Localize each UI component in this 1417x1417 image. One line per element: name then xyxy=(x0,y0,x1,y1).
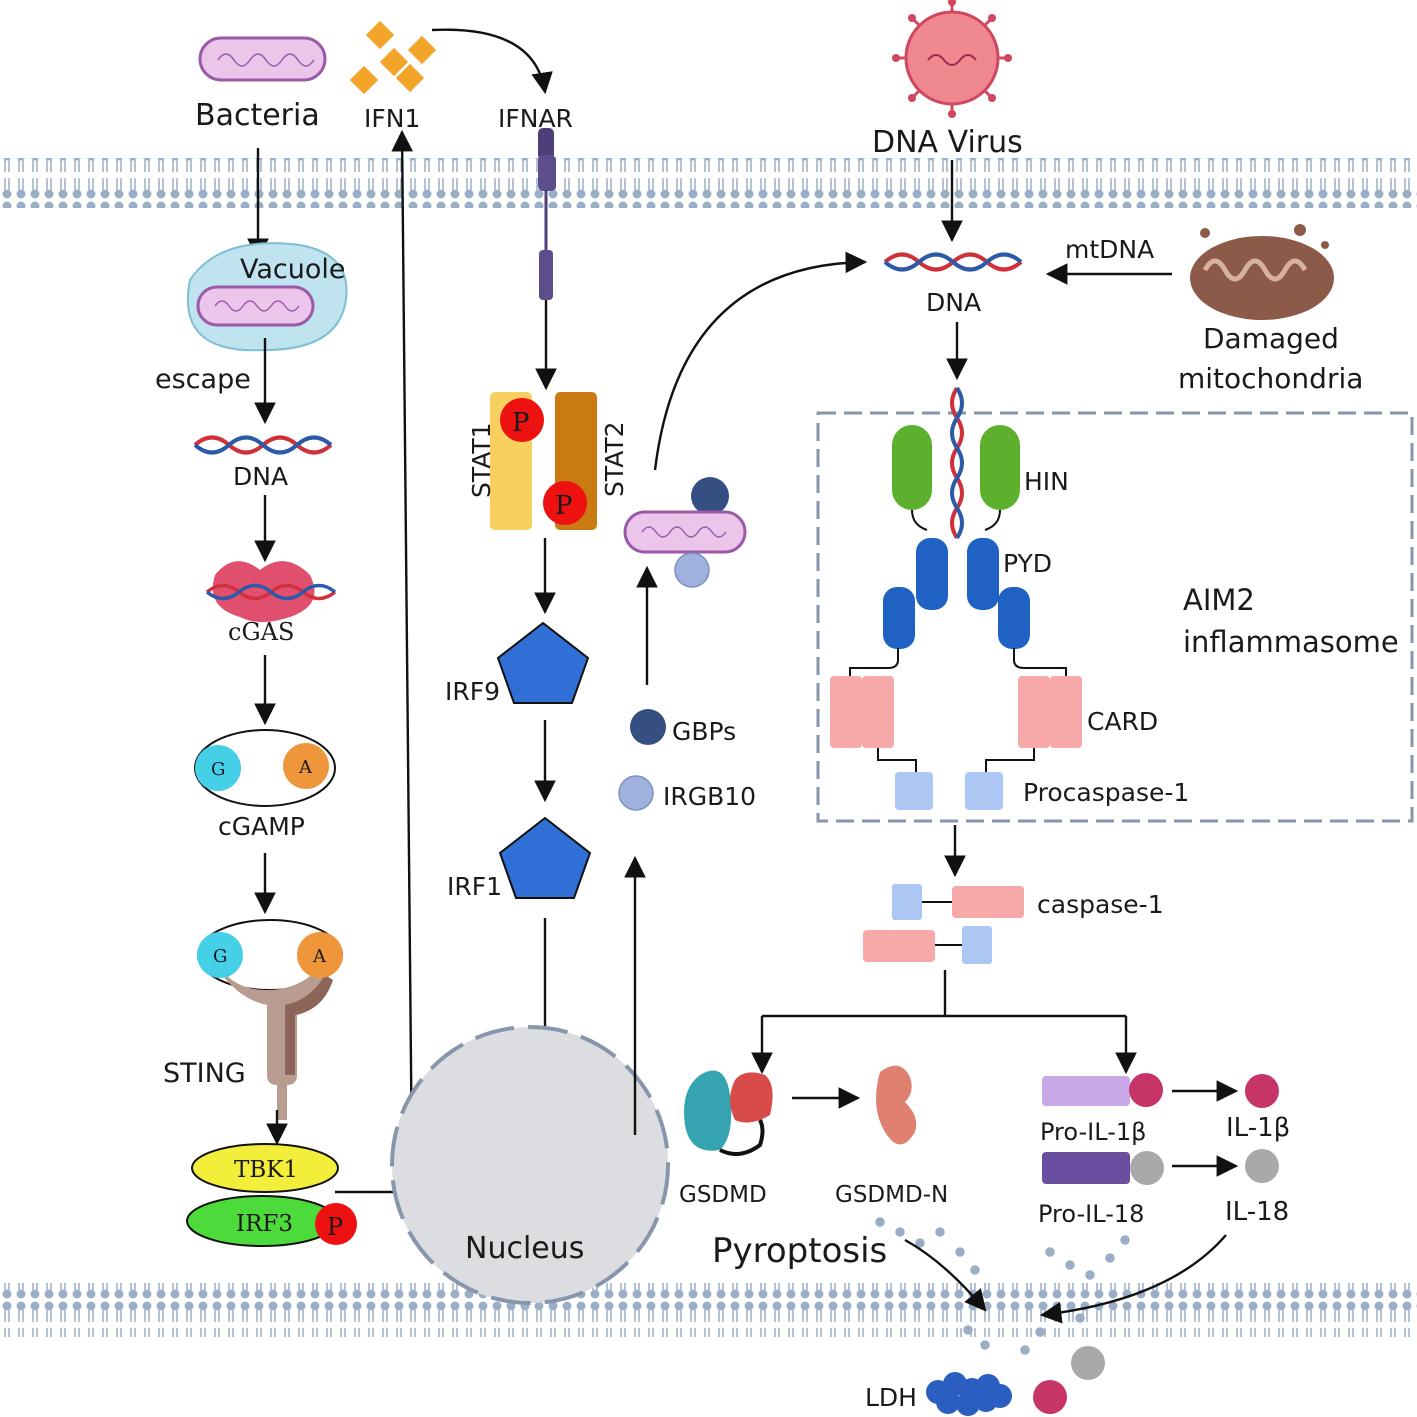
cgas-icon xyxy=(205,561,337,622)
mtdna-label: mtDNA xyxy=(1065,235,1154,264)
gsdmd-n-icon xyxy=(876,1065,917,1145)
bacteria-icon xyxy=(198,36,327,82)
gbps-label: GBPs xyxy=(672,717,736,746)
caspase-branch xyxy=(762,970,1126,1018)
pro-il1b-cap xyxy=(1129,1073,1163,1107)
irf3-phospho: P xyxy=(327,1213,343,1241)
irf9-icon xyxy=(496,621,590,704)
bottom-membrane xyxy=(0,1283,1417,1337)
cgamp-icon xyxy=(194,729,336,807)
dna-virus-icon xyxy=(892,0,1012,118)
vacuole-icon xyxy=(186,242,348,352)
released-il1b xyxy=(1033,1380,1067,1414)
procaspase-domains xyxy=(895,772,1003,810)
ifnar-receptor xyxy=(538,128,556,300)
stat1-phospho: P xyxy=(512,408,530,438)
dna-helix-right xyxy=(883,252,1023,272)
aim2-label-1: AIM2 xyxy=(1183,583,1255,617)
il18-icon xyxy=(1245,1149,1279,1183)
tbk1-label: TBK1 xyxy=(234,1157,298,1183)
caspase-label: caspase-1 xyxy=(1037,890,1164,919)
dna-virus-label: DNA Virus xyxy=(872,125,1023,160)
dna-helix-left xyxy=(193,435,333,455)
aim2-inflammasome-box xyxy=(816,411,1414,823)
nucleus xyxy=(390,1025,670,1305)
il18-label: IL-18 xyxy=(1225,1197,1289,1227)
ldh-icon xyxy=(926,1372,1012,1416)
il1b-icon xyxy=(1245,1074,1279,1108)
stat1-label: STAT1 xyxy=(467,422,496,498)
pro-il18-cap xyxy=(1130,1151,1164,1185)
il1b-label: IL-1β xyxy=(1226,1113,1290,1143)
irf9-label: IRF9 xyxy=(445,677,500,706)
gsdmd-icon xyxy=(684,1070,773,1156)
gbp-legend-dot xyxy=(630,709,666,745)
tbk1-icon xyxy=(191,1143,339,1193)
irf1-label: IRF1 xyxy=(447,872,502,901)
aim2-dna-strand xyxy=(950,386,964,540)
procaspase-label: Procaspase-1 xyxy=(1023,778,1189,807)
released-il18 xyxy=(1071,1346,1105,1380)
pro-il18-icon xyxy=(1042,1152,1130,1184)
card-domains xyxy=(830,676,1082,772)
sting-icon xyxy=(197,919,343,1120)
g-letter-1: G xyxy=(211,759,225,780)
nucleus-label: Nucleus xyxy=(465,1231,584,1266)
pro-il1b-label: Pro-IL-1β xyxy=(1040,1118,1146,1146)
sting-label: STING xyxy=(163,1058,246,1089)
stat2-phospho: P xyxy=(555,491,573,521)
ifn1-label: IFN1 xyxy=(364,104,420,133)
irgb10-label: IRGB10 xyxy=(663,782,756,811)
stat2-label: STAT2 xyxy=(600,421,629,497)
bacteria-label: Bacteria xyxy=(195,98,320,133)
damaged-mito-label-2: mitochondria xyxy=(1178,362,1363,395)
ldh-label: LDH xyxy=(865,1383,917,1412)
pyroptosis-label: Pyroptosis xyxy=(712,1231,887,1271)
pyd-domains xyxy=(849,509,1067,680)
g-letter-2: G xyxy=(213,946,227,967)
irf3-label: IRF3 xyxy=(236,1211,293,1237)
escape-label: escape xyxy=(155,364,251,395)
hin-domains xyxy=(892,425,1020,510)
cgas-label: cGAS xyxy=(228,618,294,646)
top-membrane xyxy=(0,158,1417,208)
pro-il18-label: Pro-IL-18 xyxy=(1038,1200,1144,1228)
vacuole-label: Vacuole xyxy=(240,254,346,285)
gsdmd-n-label: GSDMD-N xyxy=(835,1182,948,1208)
damaged-mito-label-1: Damaged xyxy=(1203,322,1339,355)
dna-left-label: DNA xyxy=(233,462,288,491)
caspase-1-icon xyxy=(863,884,1024,964)
gbp-bacteria-complex xyxy=(623,477,747,588)
irgb10-legend-dot xyxy=(618,775,654,811)
a-letter-2: A xyxy=(312,946,327,967)
pyd-label: PYD xyxy=(1003,549,1052,578)
stat-dimer xyxy=(490,392,597,530)
a-letter-1: A xyxy=(298,757,313,778)
pore-lipids xyxy=(875,1217,1130,1355)
pro-il1b-icon xyxy=(1042,1076,1130,1106)
ifnar-label: IFNAR xyxy=(498,104,573,133)
aim2-label-2: inflammasome xyxy=(1183,625,1399,659)
ifn1-icon xyxy=(349,20,437,95)
irf3-icon xyxy=(186,1195,357,1247)
damaged-mitochondria-icon xyxy=(1190,224,1334,320)
gsdmd-label: GSDMD xyxy=(679,1182,767,1208)
irf1-icon xyxy=(498,816,592,899)
cgamp-label: cGAMP xyxy=(218,812,305,841)
card-label: CARD xyxy=(1087,707,1158,736)
dna-right-label: DNA xyxy=(926,288,981,317)
hin-label: HIN xyxy=(1024,467,1069,496)
